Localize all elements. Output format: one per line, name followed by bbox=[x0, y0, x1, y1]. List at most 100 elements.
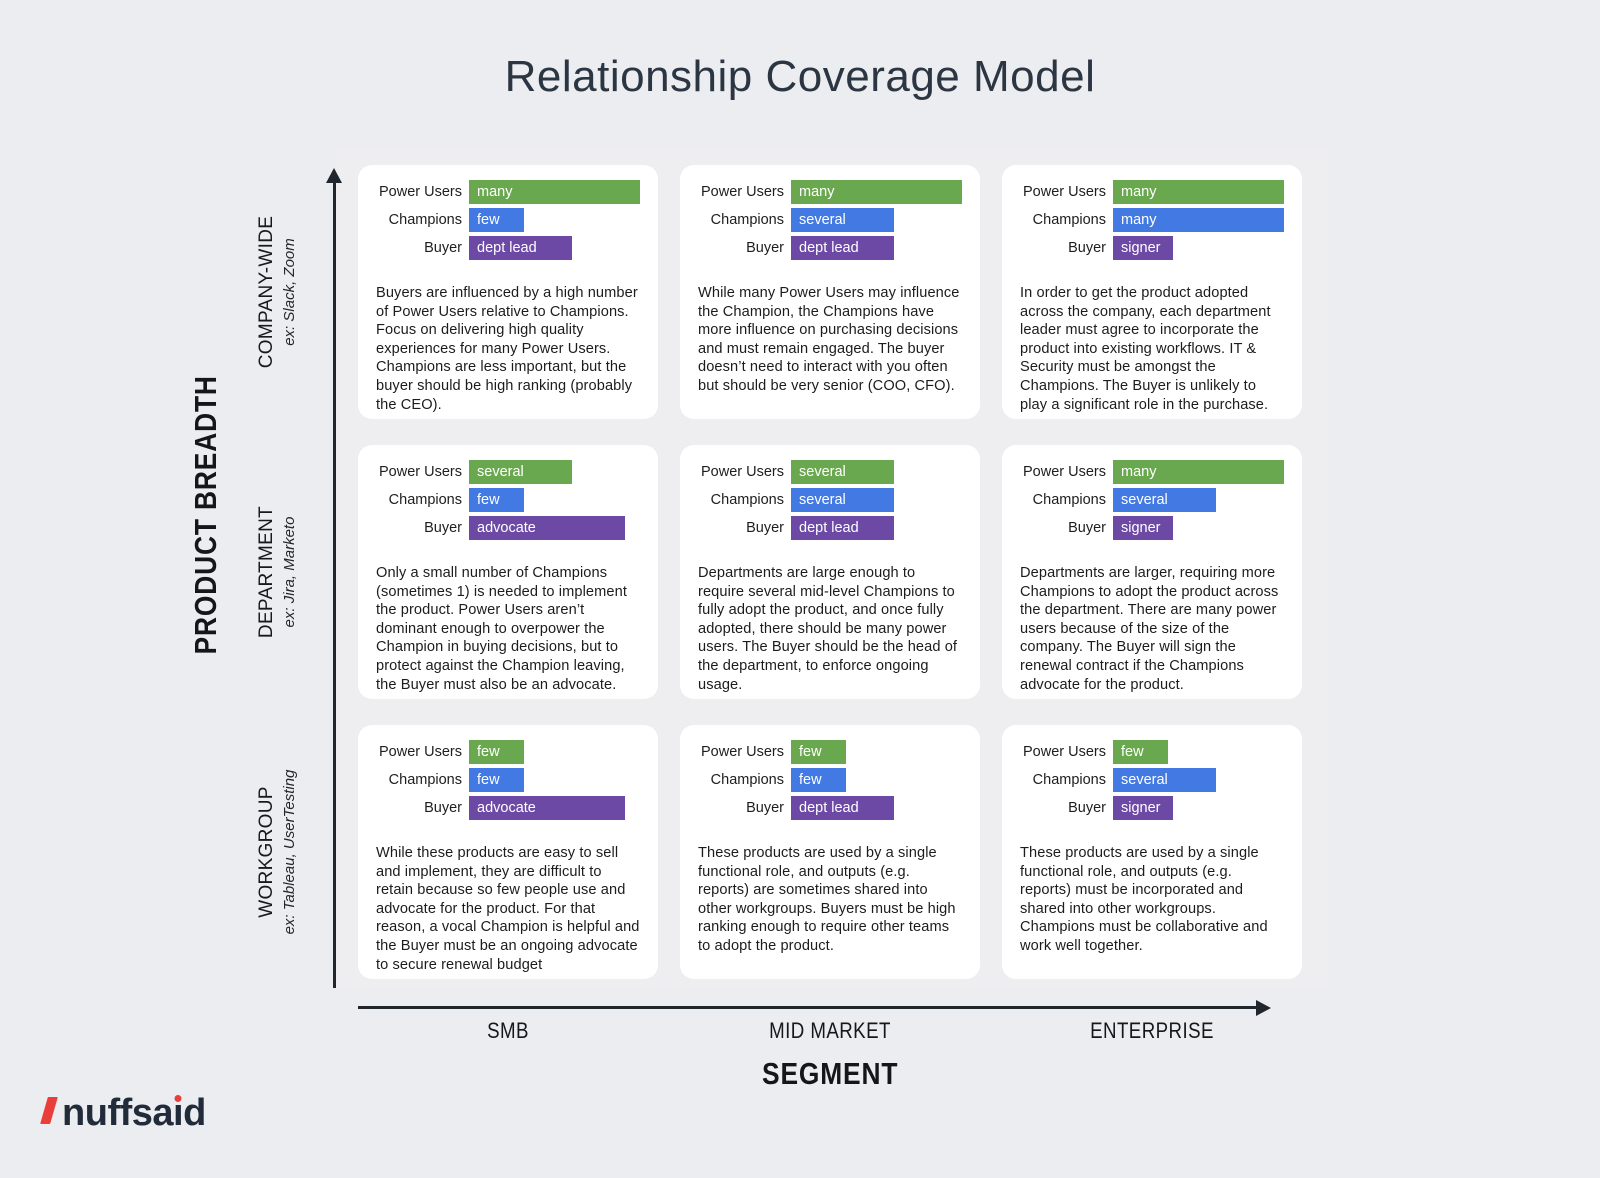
bar-role-label: Champions bbox=[710, 212, 784, 228]
coverage-bar: advocate bbox=[469, 796, 625, 820]
logo-apostrophe-icon bbox=[40, 1097, 58, 1124]
bar-track: many bbox=[1113, 208, 1284, 232]
matrix-cell-department-smb: Power Users several Champions few Buyer … bbox=[358, 445, 658, 699]
bar-row: Power Users many bbox=[1020, 180, 1284, 204]
bar-role-label: Power Users bbox=[379, 744, 462, 760]
bar-row: Buyer signer bbox=[1020, 236, 1284, 260]
bar-role-label: Power Users bbox=[701, 744, 784, 760]
y-level-example: ex: Jira, Marketo bbox=[281, 516, 298, 628]
coverage-bar: advocate bbox=[469, 516, 625, 540]
bar-track: few bbox=[469, 208, 640, 232]
bar-row: Champions several bbox=[1020, 768, 1284, 792]
bar-value-label: few bbox=[477, 772, 500, 788]
bar-row: Champions few bbox=[376, 208, 640, 232]
bar-track: dept lead bbox=[469, 236, 640, 260]
cell-description: While these products are easy to sell an… bbox=[376, 845, 640, 973]
bar-track: several bbox=[1113, 488, 1284, 512]
bar-track: dept lead bbox=[791, 796, 962, 820]
bar-track: dept lead bbox=[791, 236, 962, 260]
coverage-bar: few bbox=[469, 488, 524, 512]
bar-row: Buyer dept lead bbox=[698, 516, 962, 540]
x-axis-line bbox=[358, 1006, 1256, 1009]
bar-track: signer bbox=[1113, 796, 1284, 820]
coverage-bar: several bbox=[791, 488, 894, 512]
bar-track: signer bbox=[1113, 516, 1284, 540]
coverage-bar: many bbox=[1113, 180, 1284, 204]
coverage-bar: dept lead bbox=[791, 796, 894, 820]
matrix-grid: Power Users many Champions few Buyer dep… bbox=[358, 165, 1302, 979]
bar-row: Champions several bbox=[698, 488, 962, 512]
bar-role-label: Power Users bbox=[701, 464, 784, 480]
cell-bars: Power Users many Champions several Buyer… bbox=[698, 180, 962, 260]
coverage-bar: several bbox=[1113, 488, 1216, 512]
bar-value-label: several bbox=[477, 464, 524, 480]
bar-role-label: Champions bbox=[710, 772, 784, 788]
coverage-bar: several bbox=[469, 460, 572, 484]
bar-row: Champions few bbox=[376, 768, 640, 792]
bar-row: Power Users several bbox=[698, 460, 962, 484]
coverage-bar: signer bbox=[1113, 796, 1173, 820]
cell-bars: Power Users few Champions few Buyer dept… bbox=[698, 740, 962, 820]
bar-role-label: Buyer bbox=[424, 800, 462, 816]
y-axis-title-text: PRODUCT BREADTH bbox=[188, 375, 223, 655]
bar-role-label: Buyer bbox=[424, 240, 462, 256]
bar-track: dept lead bbox=[791, 516, 962, 540]
bar-row: Buyer signer bbox=[1020, 516, 1284, 540]
bar-role-label: Power Users bbox=[1023, 744, 1106, 760]
bar-value-label: advocate bbox=[477, 800, 536, 816]
bar-track: few bbox=[791, 740, 962, 764]
bar-value-label: many bbox=[799, 184, 835, 200]
coverage-bar: signer bbox=[1113, 516, 1173, 540]
bar-track: signer bbox=[1113, 236, 1284, 260]
logo-letter-i: ı bbox=[173, 1092, 184, 1134]
bar-value-label: few bbox=[1121, 744, 1144, 760]
coverage-bar: dept lead bbox=[791, 236, 894, 260]
bar-role-label: Buyer bbox=[746, 240, 784, 256]
cell-description: While many Power Users may influence the… bbox=[698, 285, 960, 394]
cell-bars: Power Users many Champions many Buyer si… bbox=[1020, 180, 1284, 260]
bar-role-label: Power Users bbox=[1023, 184, 1106, 200]
bar-value-label: signer bbox=[1121, 520, 1161, 536]
x-axis-label-mid-market: MID MARKET bbox=[769, 1018, 891, 1043]
y-level-example: ex: Slack, Zoom bbox=[281, 238, 298, 346]
x-axis-title: SEGMENT bbox=[680, 1056, 980, 1092]
bar-role-label: Champions bbox=[388, 772, 462, 788]
coverage-bar: few bbox=[469, 740, 524, 764]
coverage-bar: few bbox=[1113, 740, 1168, 764]
coverage-bar: dept lead bbox=[469, 236, 572, 260]
bar-role-label: Champions bbox=[388, 212, 462, 228]
bar-track: few bbox=[1113, 740, 1284, 764]
y-level-name: COMPANY-WIDE bbox=[256, 215, 277, 369]
coverage-bar: few bbox=[791, 740, 846, 764]
x-axis-label-smb: SMB bbox=[487, 1018, 529, 1043]
matrix-cell-company-wide-smb: Power Users many Champions few Buyer dep… bbox=[358, 165, 658, 419]
bar-value-label: few bbox=[799, 772, 822, 788]
bar-track: many bbox=[469, 180, 640, 204]
bar-row: Power Users many bbox=[698, 180, 962, 204]
bar-track: few bbox=[469, 768, 640, 792]
cell-description: These products are used by a single func… bbox=[1020, 845, 1268, 954]
matrix-cell-department-enterprise: Power Users many Champions several Buyer… bbox=[1002, 445, 1302, 699]
bar-role-label: Buyer bbox=[746, 520, 784, 536]
bar-role-label: Champions bbox=[1032, 772, 1106, 788]
bar-role-label: Power Users bbox=[379, 464, 462, 480]
bar-role-label: Power Users bbox=[379, 184, 462, 200]
bar-row: Champions many bbox=[1020, 208, 1284, 232]
coverage-bar: many bbox=[1113, 208, 1284, 232]
bar-track: several bbox=[469, 460, 640, 484]
bar-row: Power Users many bbox=[1020, 460, 1284, 484]
coverage-bar: several bbox=[791, 208, 894, 232]
bar-row: Power Users many bbox=[376, 180, 640, 204]
cell-description: In order to get the product adopted acro… bbox=[1020, 285, 1271, 413]
bar-track: few bbox=[469, 740, 640, 764]
bar-role-label: Buyer bbox=[1068, 800, 1106, 816]
cell-bars: Power Users few Champions several Buyer … bbox=[1020, 740, 1284, 820]
bar-row: Champions several bbox=[1020, 488, 1284, 512]
coverage-bar: many bbox=[469, 180, 640, 204]
bar-row: Champions several bbox=[698, 208, 962, 232]
y-level-name: WORKGROUP bbox=[256, 786, 277, 918]
bar-value-label: many bbox=[1121, 212, 1157, 228]
matrix-cell-company-wide-mid-market: Power Users many Champions several Buyer… bbox=[680, 165, 980, 419]
cell-description: Only a small number of Champions (someti… bbox=[376, 565, 627, 693]
